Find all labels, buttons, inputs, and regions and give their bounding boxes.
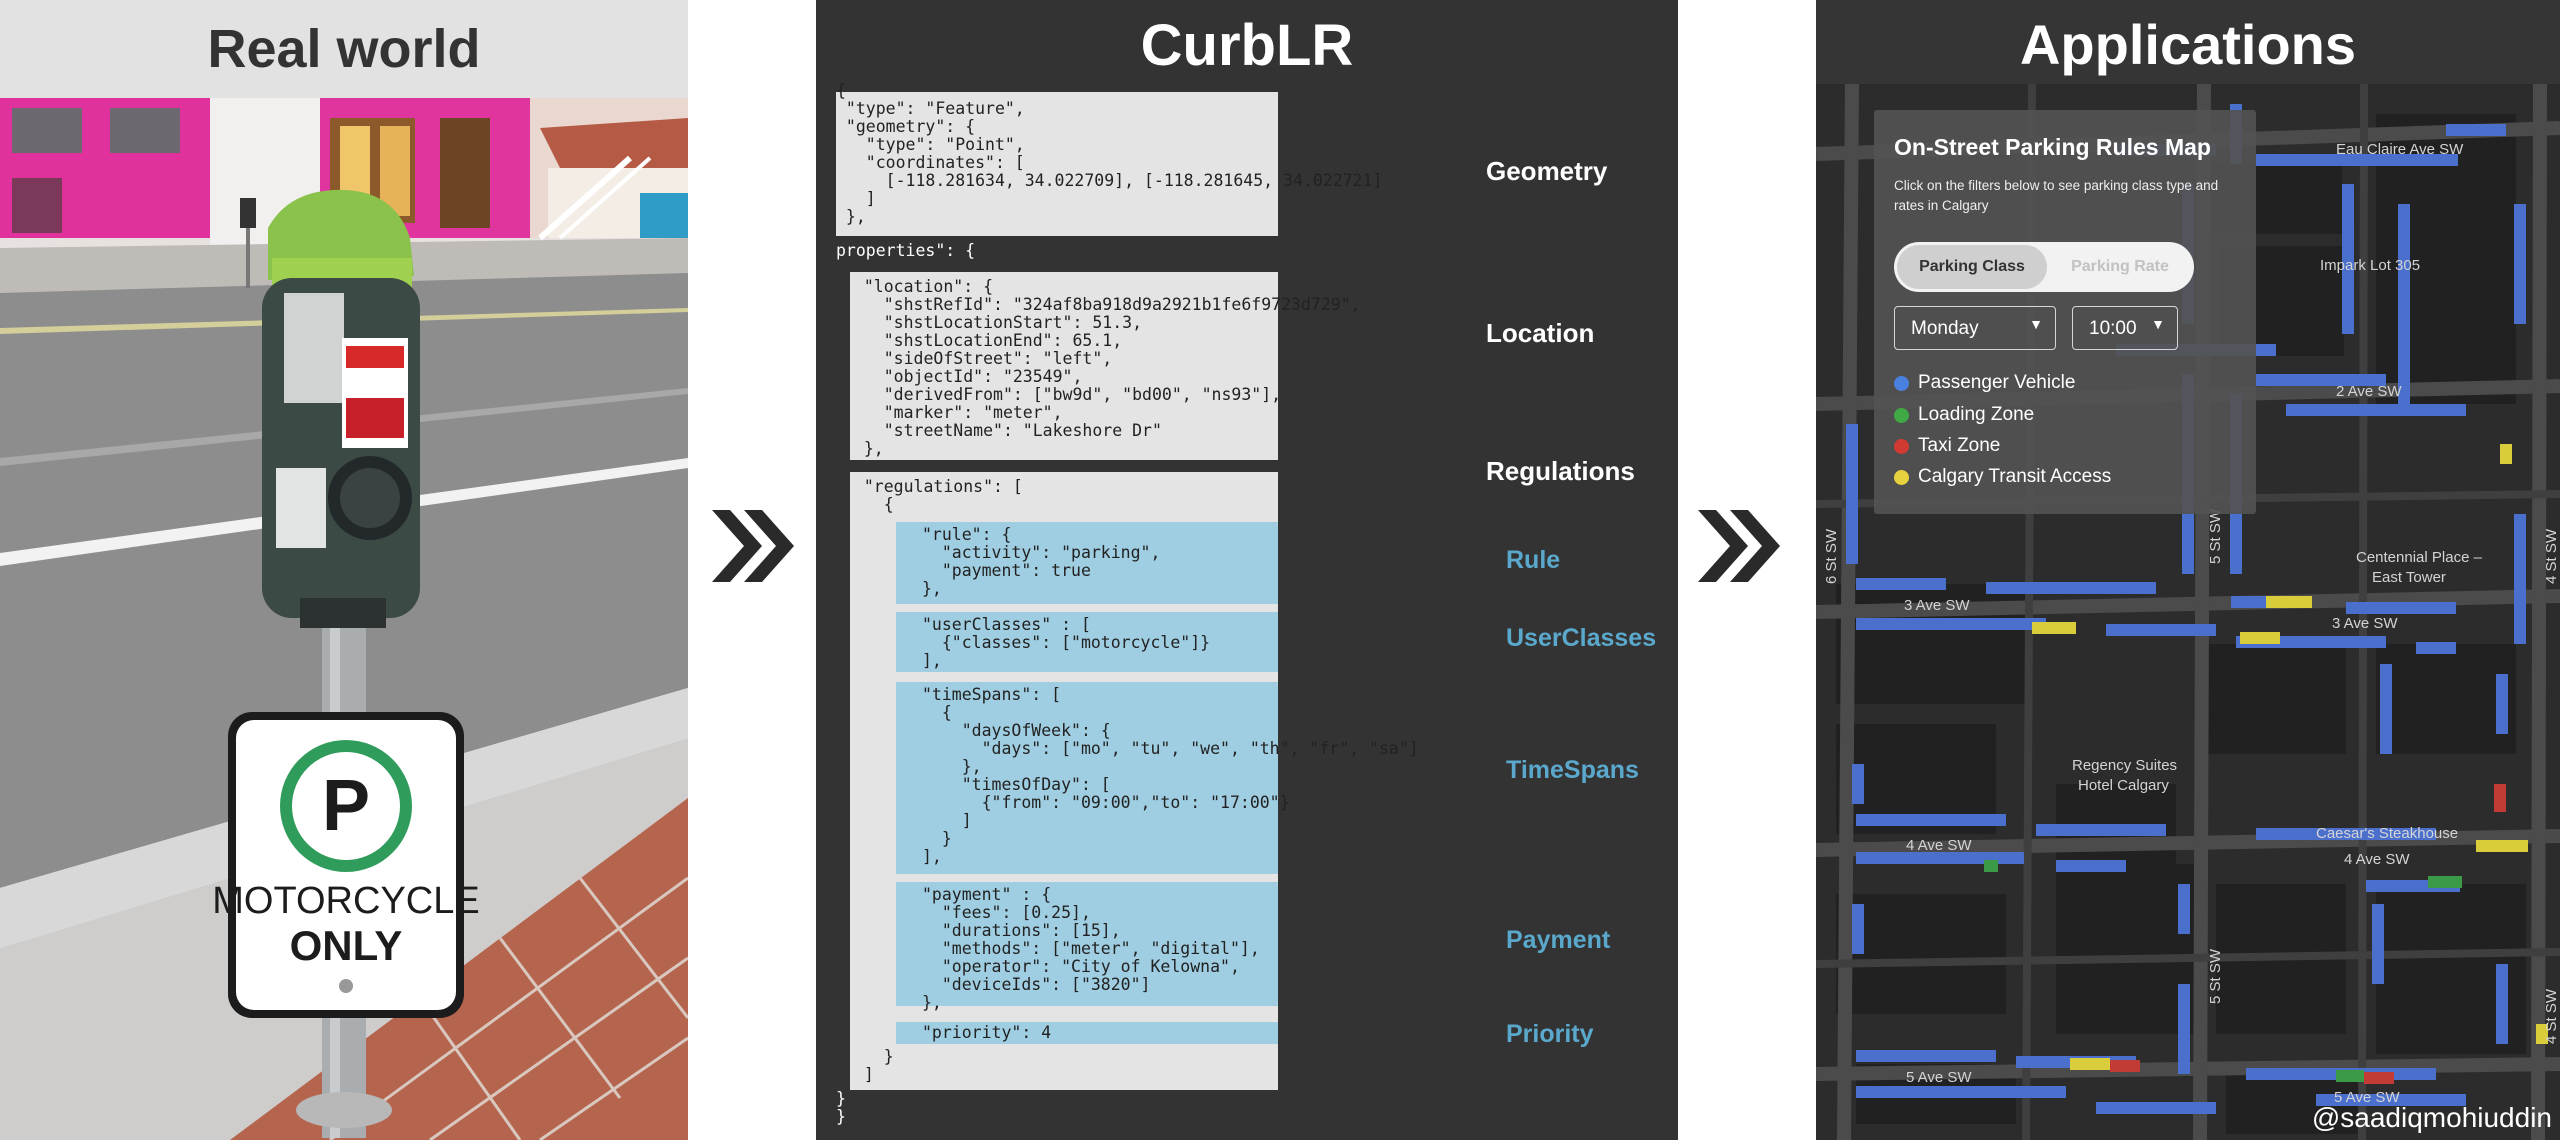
class-rate-toggle[interactable]: Parking Class Parking Rate bbox=[1894, 242, 2194, 292]
map-label-5-ave-right: 5 Ave SW bbox=[2334, 1089, 2400, 1106]
applications-title: Applications bbox=[2019, 13, 2357, 76]
label-userclasses: UserClasses bbox=[1506, 624, 1657, 652]
time-select[interactable]: 10:00 ▼ bbox=[2072, 306, 2178, 350]
curblr-panel: CurbLR { "type": "Feature", "geometry": … bbox=[816, 0, 1678, 1140]
timespans-box bbox=[896, 682, 1278, 874]
legend-item-passenger: Passenger Vehicle bbox=[1894, 372, 2075, 394]
chevron-down-icon: ▼ bbox=[2151, 316, 2165, 332]
parking-meter-photo: P MOTORCYCLE ONLY bbox=[0, 98, 688, 1140]
rule-box bbox=[896, 522, 1278, 604]
parking-rate-tab[interactable]: Parking Rate bbox=[2071, 258, 2169, 275]
chevron-down-icon: ▼ bbox=[2029, 316, 2043, 332]
code-location: "location": { "shstRefId": "324af8ba918d… bbox=[863, 277, 1361, 458]
parking-class-tab[interactable]: Parking Class bbox=[1897, 245, 2047, 289]
code-priority: "priority": 4 bbox=[922, 1023, 1052, 1042]
legend-dot-taxi bbox=[1894, 438, 1909, 454]
real-world-header: Real world bbox=[0, 0, 688, 98]
code-geometry: { "type": "Feature", "geometry": { "type… bbox=[836, 81, 1383, 226]
geometry-box bbox=[836, 92, 1278, 236]
map-label-6-st: 6 St SW bbox=[1823, 528, 1840, 584]
time-select-value: 10:00 bbox=[2089, 318, 2137, 339]
author-credit: @saadiqmohiuddin bbox=[2311, 1102, 2552, 1133]
map-label-3-ave-right: 3 Ave SW bbox=[2332, 615, 2398, 632]
day-select-value: Monday bbox=[1911, 318, 1979, 339]
day-select[interactable]: Monday ▼ bbox=[1894, 306, 2056, 350]
legend-subtitle: Click on the filters below to see parkin… bbox=[1894, 178, 2219, 213]
map-label-regency-2: Hotel Calgary bbox=[2078, 777, 2169, 794]
code-payment: "payment" : { "fees": [0.25], "durations… bbox=[922, 885, 1260, 1012]
map-label-4-st-bottom: 4 St SW bbox=[2543, 988, 2560, 1044]
applications-panel: Applications bbox=[1816, 0, 2560, 1140]
legend-title: On-Street Parking Rules Map bbox=[1894, 134, 2211, 160]
map-label-5-ave-left: 5 Ave SW bbox=[1906, 1069, 1972, 1086]
legend-dot-loading bbox=[1894, 407, 1909, 423]
code-close-inner: } ] bbox=[863, 1047, 894, 1084]
parking-rules-legend: On-Street Parking Rules Map Click on the… bbox=[1874, 110, 2256, 514]
label-payment: Payment bbox=[1506, 926, 1611, 954]
map-label-regency-1: Regency Suites bbox=[2072, 757, 2177, 774]
legend-label-taxi: Taxi Zone bbox=[1918, 435, 2001, 456]
map-label-5-st-top: 5 St SW bbox=[2207, 508, 2224, 564]
real-world-title: Real world bbox=[207, 19, 481, 79]
curblr-title: CurbLR bbox=[1140, 13, 1354, 78]
legend-item-taxi: Taxi Zone bbox=[1894, 435, 2000, 457]
code-timespans: "timeSpans": [ { "daysOfWeek": { "days":… bbox=[922, 685, 1419, 866]
location-box bbox=[850, 272, 1278, 460]
map-label-caesar: Caesar's Steakhouse bbox=[2316, 825, 2458, 842]
priority-box bbox=[896, 1022, 1278, 1044]
label-geometry: Geometry bbox=[1486, 156, 1608, 186]
map-label-4-st-top: 4 St SW bbox=[2543, 528, 2560, 584]
map-label-centennial-1: Centennial Place – bbox=[2356, 549, 2483, 566]
map-label-3-ave-left: 3 Ave SW bbox=[1904, 597, 1970, 614]
sign-line-1: MOTORCYCLE bbox=[212, 880, 479, 922]
label-priority: Priority bbox=[1506, 1020, 1594, 1048]
code-close-outer: } bbox=[836, 1107, 846, 1126]
code-rule: "rule": { "activity": "parking", "paymen… bbox=[922, 525, 1161, 598]
map-label-centennial-2: East Tower bbox=[2372, 569, 2446, 586]
label-regulations: Regulations bbox=[1486, 456, 1635, 486]
chevron-arrow-icon-1 bbox=[712, 510, 794, 582]
label-timespans: TimeSpans bbox=[1506, 756, 1639, 784]
sign-letter: P bbox=[322, 766, 370, 846]
map-label-5-st-bottom: 5 St SW bbox=[2207, 948, 2224, 1004]
code-properties: properties": { bbox=[836, 241, 976, 260]
map-label-4-ave-right: 4 Ave SW bbox=[2344, 851, 2410, 868]
code-close-mid: } bbox=[836, 1089, 846, 1108]
legend-dot-transit bbox=[1894, 469, 1909, 485]
legend-label-loading: Loading Zone bbox=[1918, 404, 2035, 425]
sign-line-2: ONLY bbox=[290, 922, 403, 969]
real-world-panel: Real world bbox=[0, 0, 688, 1140]
label-location: Location bbox=[1486, 318, 1595, 348]
code-regulations-open: "regulations": [ { bbox=[863, 477, 1023, 514]
code-userclasses: "userClasses" : [ {"classes": ["motorcyc… bbox=[922, 615, 1211, 670]
payment-box bbox=[896, 882, 1278, 1006]
legend-item-loading: Loading Zone bbox=[1894, 404, 2034, 426]
map-label-eau-claire: Eau Claire Ave SW bbox=[2336, 141, 2464, 158]
legend-item-transit: Calgary Transit Access bbox=[1894, 466, 2111, 488]
userclasses-box bbox=[896, 612, 1278, 672]
chevron-arrow-icon-2 bbox=[1698, 510, 1780, 582]
label-rule: Rule bbox=[1506, 546, 1561, 574]
map-label-4-ave-left: 4 Ave SW bbox=[1906, 837, 1972, 854]
map-label-impark: Impark Lot 305 bbox=[2320, 257, 2420, 274]
legend-label-transit: Calgary Transit Access bbox=[1918, 466, 2112, 487]
legend-label-passenger: Passenger Vehicle bbox=[1918, 372, 2076, 393]
map-label-2-ave: 2 Ave SW bbox=[2336, 383, 2402, 400]
legend-dot-passenger bbox=[1894, 375, 1909, 391]
